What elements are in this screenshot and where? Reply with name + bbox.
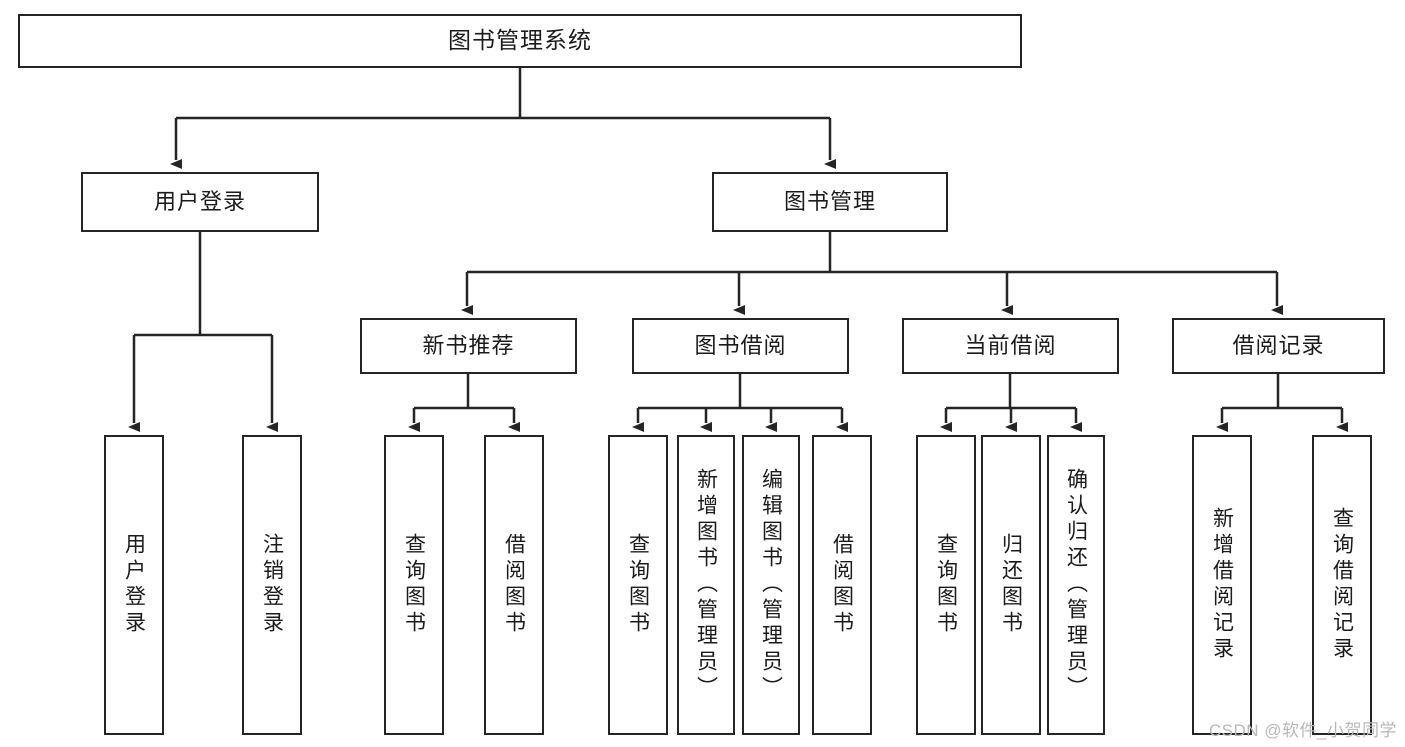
node-label: 用户登录: [122, 533, 146, 637]
node-current-borrow[interactable]: 当前借阅: [902, 318, 1119, 374]
node-book-borrow[interactable]: 图书借阅: [632, 318, 849, 374]
node-label: 借阅图书: [830, 533, 854, 637]
leaf-borrow-book[interactable]: 借阅图书: [812, 435, 872, 735]
node-label: 确认归还（管理员）: [1064, 468, 1088, 702]
node-label: 图书管理: [783, 189, 876, 215]
node-label: 借阅记录: [1232, 333, 1325, 359]
watermark: CSDN @软件_小贺同学: [1208, 721, 1397, 740]
node-label: 查询图书: [934, 533, 958, 637]
leaf-add-borrow-record[interactable]: 新增借阅记录: [1192, 435, 1252, 735]
node-label: 用户登录: [153, 189, 246, 215]
leaf-query-borrow-record[interactable]: 查询借阅记录: [1312, 435, 1372, 735]
leaf-add-book-admin[interactable]: 新增图书（管理员）: [677, 435, 735, 735]
leaf-query-book-borrow[interactable]: 查询图书: [608, 435, 668, 735]
leaf-query-book-current[interactable]: 查询图书: [916, 435, 976, 735]
leaf-confirm-return-admin[interactable]: 确认归还（管理员）: [1047, 435, 1105, 735]
node-label: 图书借阅: [694, 333, 787, 359]
node-user-login[interactable]: 用户登录: [81, 172, 319, 232]
leaf-return-book[interactable]: 归还图书: [981, 435, 1041, 735]
leaf-borrow-book-recommend[interactable]: 借阅图书: [484, 435, 544, 735]
leaf-query-book-recommend[interactable]: 查询图书: [384, 435, 444, 735]
node-label: 新增图书（管理员）: [694, 468, 718, 702]
node-label: 查询图书: [402, 533, 426, 637]
node-label: 新增借阅记录: [1210, 507, 1234, 663]
leaf-edit-book-admin[interactable]: 编辑图书（管理员）: [742, 435, 800, 735]
node-label: 新书推荐: [422, 333, 515, 359]
node-label: 编辑图书（管理员）: [759, 468, 783, 702]
leaf-user-login[interactable]: 用户登录: [104, 435, 164, 735]
node-label: 查询图书: [626, 533, 650, 637]
leaf-logout[interactable]: 注销登录: [242, 435, 302, 735]
node-label: 归还图书: [999, 533, 1023, 637]
node-label: 查询借阅记录: [1330, 507, 1354, 663]
node-root-system[interactable]: 图书管理系统: [18, 14, 1022, 68]
node-label: 注销登录: [260, 533, 284, 637]
node-new-book-recommend[interactable]: 新书推荐: [360, 318, 577, 374]
node-label: 借阅图书: [502, 533, 526, 637]
node-borrow-record[interactable]: 借阅记录: [1172, 318, 1385, 374]
node-book-management[interactable]: 图书管理: [712, 172, 948, 232]
node-label: 图书管理系统: [448, 27, 592, 54]
node-label: 当前借阅: [964, 333, 1057, 359]
